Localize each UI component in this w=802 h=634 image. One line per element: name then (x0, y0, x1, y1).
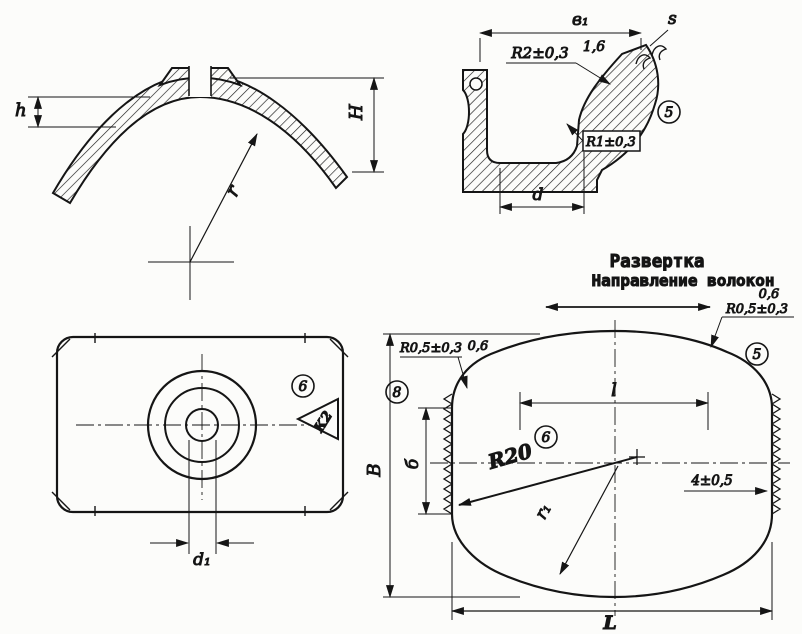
callout-r2-leader (575, 62, 611, 85)
mark-6-circle (291, 374, 315, 398)
strap-section-body (51, 72, 349, 205)
boss-outer-circle (146, 369, 258, 481)
roughness-16-label: 1,6 (583, 39, 605, 55)
corner-notch-br (329, 491, 349, 511)
callout-r2-label: R2±0,3 (510, 44, 568, 62)
dim-d1-label: d₁ (193, 550, 211, 570)
section-arrow-triangle (295, 397, 339, 441)
view-plan: d₁ 6 К2 (51, 333, 349, 571)
cup-section-body (462, 43, 660, 193)
callout-r1-label: R1±0,3 (585, 135, 636, 150)
dim-h-label: h (15, 100, 27, 121)
development-title: Развертка (610, 252, 705, 272)
mark-8-label: 8 (393, 385, 402, 401)
sheet-thickness-curl-2 (651, 45, 668, 61)
mark-5-circle (657, 100, 681, 124)
dim-b1-label: в₁ (572, 10, 589, 30)
callout-edge-label: 4±0,5 (690, 473, 732, 489)
mark-5-label-dev: 5 (753, 347, 762, 363)
sheet-thickness-curl-1 (635, 54, 652, 70)
radius-r-leader (189, 133, 258, 263)
boss-middle-circle (164, 387, 240, 463)
wall-top-curl (469, 77, 483, 91)
dim-L-label: L (602, 612, 616, 634)
dim-s-leader (649, 29, 669, 47)
dim-s-label: s (668, 9, 677, 29)
plan-plate-outline (55, 335, 345, 514)
mark-5-circle-dev (745, 342, 769, 366)
trimmed-edge-serration-left (442, 393, 454, 515)
dim-d-label: d (533, 185, 544, 205)
mark-6-label-dev: 6 (542, 430, 551, 446)
dim-H-label: H (346, 104, 367, 121)
callout-r1-leader (566, 123, 584, 142)
mark-5-label: 5 (665, 105, 674, 121)
mark-6-circle-dev (534, 425, 558, 449)
callout-radius-left-label: R0,5±0,3 (399, 341, 462, 356)
dim-B-label: B (364, 463, 385, 477)
corner-notch-tl (51, 338, 71, 358)
trimmed-edge-serration-right (770, 393, 782, 515)
mark-6-label: 6 (299, 379, 308, 395)
boss-hole-circle (185, 408, 219, 442)
dim-b-label: б (403, 458, 423, 469)
view-strap-section: r h H (15, 64, 384, 300)
grain-direction-label: Направление волокон (591, 271, 774, 290)
callout-radius-right-leader (710, 316, 723, 349)
dim-r-label: r (221, 180, 246, 200)
corner-notch-tr (329, 338, 349, 358)
boss-hole-gap (189, 64, 211, 97)
roughness-left-label: 0,6 (468, 339, 489, 354)
corner-notch-bl (51, 491, 71, 511)
callout-radius-left-leader (457, 356, 468, 390)
view-development: Развертка Направление волокон 0,6 R0,5±0… (364, 252, 794, 634)
view-cup-section: в₁ s R2±0,3 1,6 R1±0,3 d 5 (462, 9, 681, 214)
radius-R20-leader (457, 456, 638, 506)
roughness-right-label: 0,6 (759, 287, 780, 302)
radius-r1-leader (559, 465, 619, 575)
callout-radius-right-label: R0,5±0,3 (725, 302, 788, 317)
dim-l-label: l (611, 380, 617, 401)
